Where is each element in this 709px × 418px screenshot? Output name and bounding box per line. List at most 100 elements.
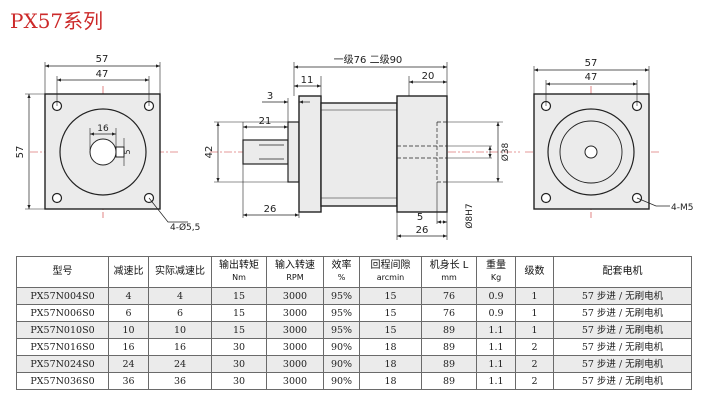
cell-ratio: 4 [108, 287, 149, 305]
rear-width-inner-label: 47 [585, 72, 598, 83]
cell-weight: 0.9 [476, 304, 516, 322]
cell-efficiency: 95% [323, 287, 360, 305]
rear-view [525, 66, 670, 218]
side-shaft-step-label: 3 [267, 91, 273, 102]
cell-model: PX57N016S0 [16, 338, 109, 356]
cell-actual-ratio: 16 [148, 338, 212, 356]
cell-torque: 30 [211, 338, 267, 356]
cell-weight: 1.1 [476, 355, 516, 373]
side-top-right-label: 20 [422, 71, 435, 82]
side-body-height-label: 42 [204, 146, 215, 159]
side-depth2-label: 26 [416, 225, 429, 236]
page-title: PX57系列 [10, 9, 104, 33]
front-view [25, 62, 188, 223]
col-header: 型号 [16, 256, 109, 288]
cell-length: 76 [421, 287, 477, 305]
cell-model: PX57N036S0 [16, 372, 109, 390]
cell-ratio: 24 [108, 355, 149, 373]
cell-backlash: 15 [359, 321, 422, 339]
cell-stages: 2 [515, 338, 554, 356]
cell-torque: 30 [211, 355, 267, 373]
cell-actual-ratio: 36 [148, 372, 212, 390]
cell-backlash: 15 [359, 287, 422, 305]
cell-efficiency: 90% [323, 338, 360, 356]
cell-backlash: 18 [359, 338, 422, 356]
cell-backlash: 18 [359, 372, 422, 390]
cell-length: 89 [421, 321, 477, 339]
cell-speed: 3000 [266, 287, 324, 305]
cell-stages: 2 [515, 372, 554, 390]
cell-model: PX57N010S0 [16, 321, 109, 339]
technical-drawing: 57 47 57 16 5 4-Ø5,5 [15, 54, 693, 240]
cell-actual-ratio: 6 [148, 304, 212, 322]
rear-holes-label: 4-M5 [671, 203, 693, 213]
front-width-inner-label: 47 [96, 69, 109, 80]
cell-weight: 1.1 [476, 372, 516, 390]
cell-length: 89 [421, 372, 477, 390]
rear-width-outer-label: 57 [585, 58, 598, 69]
side-bore-fit-label: Ø8H7 [464, 203, 475, 228]
col-header: 级数 [515, 256, 554, 288]
cell-speed: 3000 [266, 355, 324, 373]
cell-speed: 3000 [266, 372, 324, 390]
cell-weight: 0.9 [476, 287, 516, 305]
side-shaft-len-label: 21 [259, 116, 272, 127]
cell-motor: 57 步进 / 无刷电机 [553, 321, 692, 339]
col-header: 效率% [323, 256, 360, 288]
cell-model: PX57N024S0 [16, 355, 109, 373]
side-depth1-label: 5 [417, 212, 423, 223]
cell-model: PX57N004S0 [16, 287, 109, 305]
cell-actual-ratio: 24 [148, 355, 212, 373]
cell-torque: 15 [211, 321, 267, 339]
cell-weight: 1.1 [476, 338, 516, 356]
cell-motor: 57 步进 / 无刷电机 [553, 304, 692, 322]
side-base-len-label: 26 [264, 204, 277, 215]
cell-motor: 57 步进 / 无刷电机 [553, 338, 692, 356]
cell-torque: 15 [211, 304, 267, 322]
cell-model: PX57N006S0 [16, 304, 109, 322]
cell-stages: 1 [515, 287, 554, 305]
front-shaft-dia-label: 16 [97, 124, 109, 134]
cell-speed: 3000 [266, 338, 324, 356]
col-header: 减速比 [108, 256, 149, 288]
cell-motor: 57 步进 / 无刷电机 [553, 372, 692, 390]
front-holes-label: 4-Ø5,5 [170, 222, 200, 233]
cell-efficiency: 95% [323, 321, 360, 339]
cell-ratio: 10 [108, 321, 149, 339]
front-width-outer-label: 57 [96, 54, 109, 65]
cell-stages: 1 [515, 304, 554, 322]
cell-stages: 2 [515, 355, 554, 373]
cell-backlash: 18 [359, 355, 422, 373]
col-header: 实际减速比 [148, 256, 212, 288]
cell-ratio: 36 [108, 372, 149, 390]
cell-efficiency: 90% [323, 355, 360, 373]
cell-ratio: 6 [108, 304, 149, 322]
cell-length: 89 [421, 338, 477, 356]
cell-torque: 15 [211, 287, 267, 305]
front-height-label: 57 [15, 146, 26, 159]
cell-actual-ratio: 4 [148, 287, 212, 305]
cell-speed: 3000 [266, 304, 324, 322]
cell-torque: 30 [211, 372, 267, 390]
col-header: 配套电机 [553, 256, 692, 288]
cell-backlash: 15 [359, 304, 422, 322]
cell-efficiency: 95% [323, 304, 360, 322]
cell-efficiency: 90% [323, 372, 360, 390]
front-key-label: 5 [123, 149, 132, 154]
cell-ratio: 16 [108, 338, 149, 356]
side-bore-dia-label: Ø38 [500, 142, 511, 161]
cell-motor: 57 步进 / 无刷电机 [553, 287, 692, 305]
